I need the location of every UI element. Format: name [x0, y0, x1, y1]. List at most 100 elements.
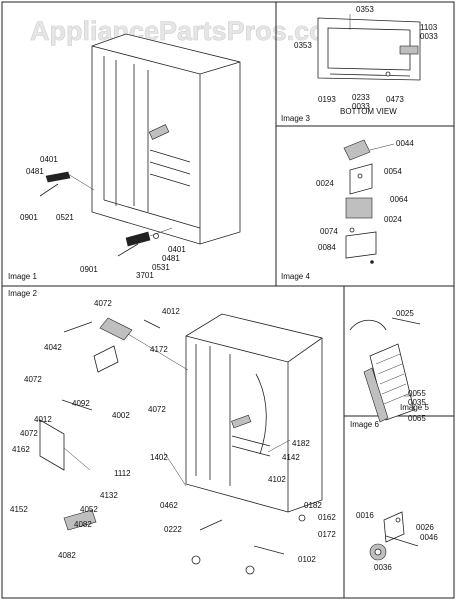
- image5-tray-ribs: [375, 353, 409, 405]
- image2-label-4012-a: 4012: [162, 307, 180, 316]
- image2-label-4072-a: 4072: [94, 299, 112, 308]
- image2-wheel-right: [245, 565, 255, 575]
- image1-label-0901-b: 0901: [80, 265, 98, 274]
- image4-label-0024-b: 0024: [384, 215, 402, 224]
- image1-label-0401-b: 0401: [168, 245, 186, 254]
- image6-motor-hub: [374, 548, 382, 556]
- image1-label-0901-a: 0901: [20, 213, 38, 222]
- image2-label-4152: 4152: [10, 505, 28, 514]
- image5-fill-tube: [349, 319, 387, 331]
- image1-hinge-pin: [39, 183, 59, 197]
- image5-rake: [363, 367, 389, 423]
- image2-label-0462: 0462: [160, 501, 178, 510]
- image4-clip: [370, 260, 374, 264]
- image4-title: Image 4: [281, 272, 310, 281]
- cabinet-vents: [149, 149, 191, 187]
- image1-label-0521: 0521: [56, 213, 74, 222]
- image2-label-4102: 4102: [268, 475, 286, 484]
- image1-label-0401-a: 0401: [40, 155, 58, 164]
- cabinet-body: [91, 33, 241, 245]
- image2-roller: [298, 514, 306, 522]
- image4-leader-0044: [369, 143, 395, 151]
- image2-label-4082-b: 4082: [58, 551, 76, 560]
- cabinet-bottom-rail: [103, 199, 201, 229]
- image3-label-0473: 0473: [386, 95, 404, 104]
- image4-drawing: [343, 139, 395, 264]
- image1-washer: [153, 233, 159, 239]
- image2-label-4052: 4052: [80, 505, 98, 514]
- image2-leader-4182: [267, 439, 291, 453]
- image2-label-4002: 4002: [112, 411, 130, 420]
- image5-title: Image 5: [400, 403, 429, 412]
- image4-labels: Image 4 0044 0054 0024 0064 0024 0074 00…: [281, 139, 414, 281]
- image2-label-4132: 4132: [100, 491, 118, 500]
- image2-cabinet-plate: [231, 414, 252, 429]
- image1-label-0481-a: 0481: [26, 167, 44, 176]
- image2-leader-1402: [163, 451, 187, 487]
- image3-label-0353-b: 0353: [294, 41, 312, 50]
- image1-leader-lower: [149, 227, 173, 237]
- image5-label-0025: 0025: [396, 309, 414, 318]
- image6-title: Image 6: [350, 420, 379, 429]
- image2-label-4162: 4162: [12, 445, 30, 454]
- image2-labels: Image 2 4072 4012 4042 4172 4072 4092 40…: [8, 289, 336, 564]
- image2-drawing: [39, 313, 323, 575]
- image6-labels: Image 6 0016 0026 0046 0036: [350, 420, 438, 572]
- image2-middle-rod: [61, 399, 93, 411]
- image4-control-box: [345, 197, 373, 219]
- image5-label-0065: 0065: [408, 414, 426, 423]
- image2-lower-hinge-plate: [39, 419, 65, 471]
- image2-upper-rod-left: [63, 321, 93, 333]
- image1-lower-pin: [117, 243, 139, 257]
- image2-label-4012-b: 4012: [34, 415, 52, 424]
- image2-label-0102: 0102: [298, 555, 316, 564]
- image3-drawing: [317, 14, 421, 81]
- image1-drawing: [39, 33, 241, 257]
- image5-fill-cup: [391, 317, 421, 325]
- image2-leveler-rod: [253, 545, 285, 555]
- image2-label-4082-a: 4082: [74, 520, 92, 529]
- cabinet-plate: [148, 124, 170, 140]
- image4-label-0024-a: 0024: [316, 179, 334, 188]
- image3-label-0193: 0193: [318, 95, 336, 104]
- image4-knob: [343, 139, 371, 161]
- watermark-text: AppliancePartsPros.com: [30, 16, 350, 46]
- image2-label-4072-c: 4072: [148, 405, 166, 414]
- image1-title: Image 1: [8, 272, 37, 281]
- image4-screw-top: [357, 173, 363, 179]
- image2-label-4042: 4042: [44, 343, 62, 352]
- image1-hinge-bracket: [45, 171, 71, 183]
- image2-hinge-plate: [93, 345, 119, 373]
- image4-bracket: [349, 163, 373, 195]
- image3-labels: Image 3 BOTTOM VIEW 0353 1103 0033 0353 …: [281, 5, 438, 123]
- image4-label-0044: 0044: [396, 139, 414, 148]
- image3-label-0353-a: 0353: [356, 5, 374, 14]
- image2-label-4072-b: 4072: [24, 375, 42, 384]
- image1-labels: Image 1 0401 0481 0901 0521 0401 0481 05…: [8, 155, 186, 281]
- image2-cabinet: [185, 313, 323, 513]
- image6-shaft: [385, 535, 419, 547]
- image6-label-0036: 0036: [374, 563, 392, 572]
- bottom-view-bracket: [399, 45, 419, 55]
- cabinet-interior-lines: [103, 56, 149, 212]
- image5-labels: Image 5 0025 0055 0035 0065: [396, 309, 429, 423]
- image2-leader-upper: [127, 333, 189, 371]
- image6-drawing: [369, 511, 419, 561]
- image2-label-1402: 1402: [150, 453, 168, 462]
- image2-label-0222: 0222: [164, 525, 182, 534]
- image2-label-1112: 1112: [114, 469, 131, 478]
- image4-label-0064: 0064: [390, 195, 408, 204]
- image5-label-0035: 0035: [408, 398, 426, 407]
- image6-screw: [395, 517, 401, 523]
- image6-label-0046: 0046: [420, 533, 438, 542]
- image4-mount-plate: [345, 231, 377, 259]
- bottom-view-inner: [327, 27, 411, 71]
- image1-label-0481-b: 0481: [162, 254, 180, 263]
- image1-leader-upper: [67, 173, 95, 191]
- image4-screw-bottom: [349, 227, 355, 233]
- image2-upper-hinge: [99, 317, 133, 341]
- image6-label-0026: 0026: [416, 523, 434, 532]
